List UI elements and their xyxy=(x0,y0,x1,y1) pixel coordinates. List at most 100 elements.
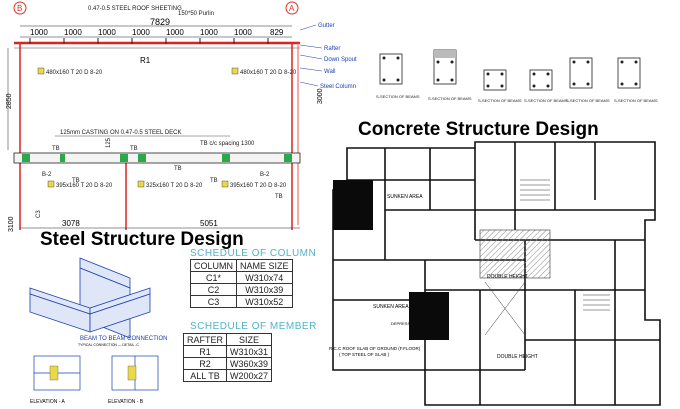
svg-text:TB: TB xyxy=(174,166,182,172)
svg-text:Wall: Wall xyxy=(324,69,335,75)
svg-text:Down Spout: Down Spout xyxy=(324,57,357,63)
beam-label-b2a: B-2 xyxy=(42,172,52,178)
floor-slab xyxy=(13,152,301,164)
lower-section-2: 325x160 T 20 D 8-20 xyxy=(146,183,203,189)
sunken-block-top xyxy=(333,180,373,230)
table-row: R1 W310x31 xyxy=(183,345,273,358)
connection-caption: BEAM TO BEAM CONNECTION xyxy=(80,336,167,342)
steel-elevation-drawing: 0.47-0.5 STEEL ROOF SHEETING 150*50 Purl… xyxy=(6,1,357,232)
sunken-block-bottom xyxy=(409,292,449,340)
table-cell: W200x27 xyxy=(225,369,273,382)
svg-text:1000: 1000 xyxy=(200,28,218,37)
svg-text:TB: TB xyxy=(210,178,218,184)
svg-text:B: B xyxy=(17,4,22,13)
column-label-c3: C3 xyxy=(36,210,42,218)
tb-labels: TB TB TB TB TB TB xyxy=(52,146,283,200)
table-row: R2 W360x39 xyxy=(183,357,273,370)
member-schedule-title: SCHEDULE OF MEMBER xyxy=(190,321,317,332)
svg-text:1000: 1000 xyxy=(30,28,48,37)
section-caption-5: S-SECTION OF BEAMS xyxy=(566,98,610,103)
svg-text:1000: 1000 xyxy=(64,28,82,37)
svg-text:Gutter: Gutter xyxy=(318,23,335,29)
column-schedule-title: SCHEDULE OF COLUMN xyxy=(190,248,317,259)
purlin-note: 150*50 Purlin xyxy=(178,11,214,17)
beam-section-details: S-SECTION OF BEAMS S-SECTION OF BEAMS S-… xyxy=(376,49,658,103)
table-header-row: COLUMN NAME SIZE xyxy=(189,259,293,272)
column-header: COLUMN xyxy=(189,259,238,272)
bottom-dim-2: 5051 xyxy=(200,219,218,228)
grid-bubble-b: B xyxy=(13,1,27,15)
svg-text:1000: 1000 xyxy=(234,28,252,37)
table-cell: C1* xyxy=(189,271,238,284)
table-row: C2 W310x39 xyxy=(189,283,293,296)
spacing-note: TB c/c spacing 1300 xyxy=(200,141,255,147)
table-cell: C3 xyxy=(189,295,238,308)
section-caption-2: S-SECTION OF BEAMS xyxy=(428,96,472,101)
beam-label-r1: R1 xyxy=(140,56,151,65)
section-caption-3: S-SECTION OF BEAMS xyxy=(478,98,522,103)
bottom-dim-1: 3078 xyxy=(62,219,80,228)
segment-dimensions: 1000 1000 1000 1000 1000 1000 1000 829 xyxy=(30,28,284,37)
small-dim: 125 xyxy=(106,137,112,148)
double-height-label-1: DOUBLE HEIGHT xyxy=(487,274,528,280)
table-row: C1* W310x74 xyxy=(189,271,293,284)
svg-text:829: 829 xyxy=(270,28,284,37)
section-caption-4: S-SECTION OF BEAMS xyxy=(524,98,568,103)
table-cell: C2 xyxy=(189,283,238,296)
table-cell: W360x39 xyxy=(225,357,273,370)
double-height-label-2: DOUBLE HEIGHT xyxy=(497,354,538,360)
member-schedule-table: RAFTER SIZE R1 W310x31 R2 W360x39 ALL TB… xyxy=(183,333,273,382)
connection-subcaption: TYPICAL CONNECTION — DETAIL -C xyxy=(78,343,139,347)
steel-design-title: Steel Structure Design xyxy=(40,229,244,250)
column-header: RAFTER xyxy=(183,333,227,346)
height-dim-3000: 3000 xyxy=(317,88,324,104)
svg-text:TB: TB xyxy=(52,146,60,152)
plan-subtitle: ( TOP STEEL OF SLAB ) xyxy=(339,352,390,357)
table-cell: W310x52 xyxy=(236,295,293,308)
svg-text:TB: TB xyxy=(275,194,283,200)
table-row: C3 W310x52 xyxy=(189,295,293,308)
concrete-floor-plan: SUNKEN AREA SUNKEN AREA DOUBLE HEIGHT DO… xyxy=(325,140,680,409)
table-row: ALL TB W200x27 xyxy=(183,369,273,382)
table-cell: W310x39 xyxy=(236,283,293,296)
section-label-1: 480x160 T 20 D 8-20 xyxy=(46,70,103,76)
column-header: SIZE xyxy=(225,333,273,346)
beam-label-b2b: B-2 xyxy=(260,172,270,178)
grid-bubble-a: A xyxy=(285,1,299,15)
overall-dimension: 7829 xyxy=(150,17,170,27)
section-caption-1: S-SECTION OF BEAMS xyxy=(376,94,420,99)
table-cell: R1 xyxy=(183,345,227,358)
svg-text:A: A xyxy=(289,4,295,13)
casting-note: 125mm CASTING ON 0.47-0.5 STEEL DECK xyxy=(60,130,181,136)
column-schedule-table: COLUMN NAME SIZE C1* W310x74 C2 W310x39 … xyxy=(189,259,293,308)
svg-text:1000: 1000 xyxy=(98,28,116,37)
height-dim-3100: 3100 xyxy=(8,216,15,232)
elevation-a-label: ELEVATION - A xyxy=(30,399,65,405)
svg-text:1000: 1000 xyxy=(132,28,150,37)
table-header-row: RAFTER SIZE xyxy=(183,333,273,346)
elevation-b-label: ELEVATION - B xyxy=(108,399,144,405)
section-label-2: 480x160 T 20 D 8-20 xyxy=(240,70,297,76)
section-caption-6: S-SECTION OF BEAMS xyxy=(614,98,658,103)
table-cell: R2 xyxy=(183,357,227,370)
table-cell: W310x31 xyxy=(225,345,273,358)
svg-text:Steel Column: Steel Column xyxy=(320,84,356,90)
table-cell: W310x74 xyxy=(236,271,293,284)
concrete-design-title: Concrete Structure Design xyxy=(358,119,599,140)
right-notes: Gutter Rafter Down Spout Wall Steel Colu… xyxy=(318,23,357,90)
lower-section-1: 395x160 T 20 D 8-20 xyxy=(56,183,113,189)
svg-text:1000: 1000 xyxy=(166,28,184,37)
sunken-area-label-1: SUNKEN AREA xyxy=(387,194,423,200)
lower-section-3: 395x160 T 20 D 8-20 xyxy=(230,183,287,189)
sunken-area-label-2: SUNKEN AREA xyxy=(373,304,409,310)
hatched-area xyxy=(479,229,551,279)
column-header: NAME SIZE xyxy=(236,259,293,272)
svg-text:TB: TB xyxy=(130,146,138,152)
roof-sheeting-note: 0.47-0.5 STEEL ROOF SHEETING xyxy=(88,6,182,12)
depress-label: DEPRESS xyxy=(391,321,410,326)
beam-connection-detail: BEAM TO BEAM CONNECTION TYPICAL CONNECTI… xyxy=(29,257,167,405)
svg-text:Rafter: Rafter xyxy=(324,46,340,52)
svg-text:TB: TB xyxy=(72,178,80,184)
plan-title: R.C.C ROOF SLAB OF GROUND (F.FLOOR) xyxy=(329,346,421,351)
height-dim-2850: 2850 xyxy=(6,93,13,109)
